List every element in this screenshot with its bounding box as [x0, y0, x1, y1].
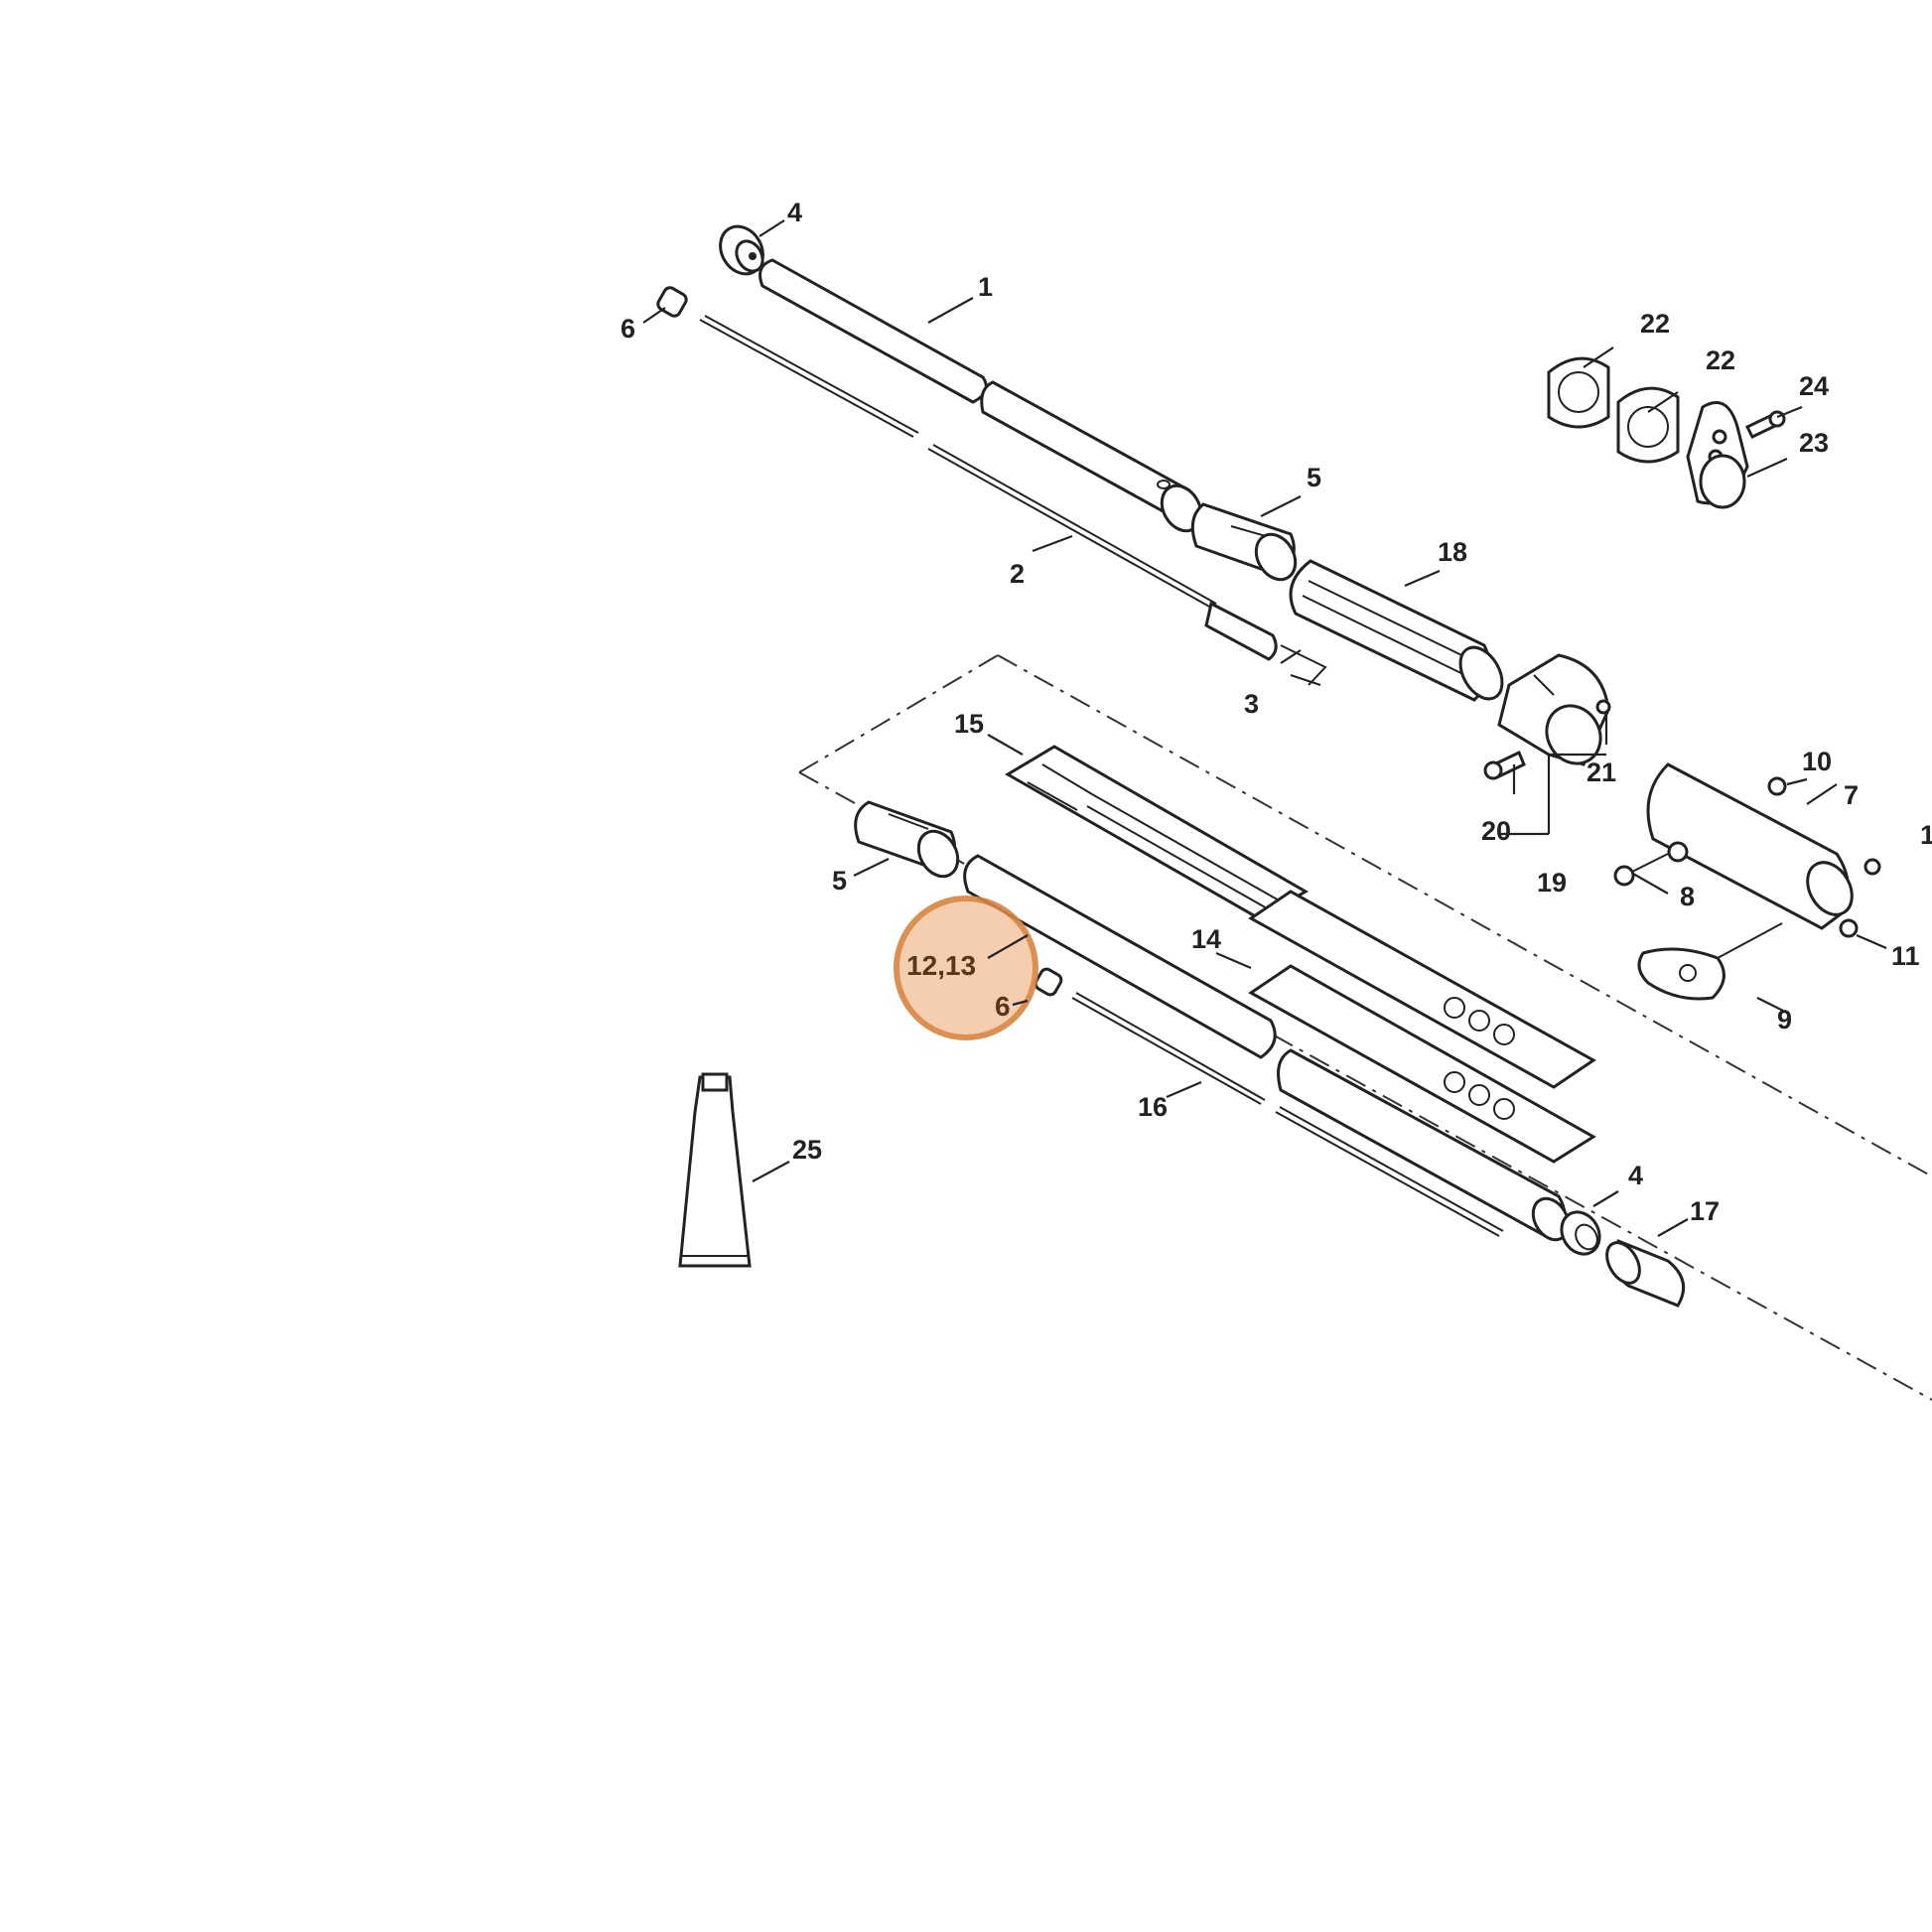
label-5-lower[interactable]: 5	[832, 866, 847, 896]
label-4-top[interactable]: 4	[787, 198, 802, 227]
label-22-a[interactable]: 22	[1640, 309, 1670, 339]
part-number-labels: 4 6 1 2 3 5 18 22 22 24 23 21 20 19 10 7…	[621, 198, 1932, 1226]
part-20-screw[interactable]	[1483, 750, 1526, 780]
part-24-screw[interactable]	[1744, 410, 1786, 439]
part-10-nut[interactable]	[1767, 776, 1787, 796]
part-5-sleeve-top[interactable]	[1190, 502, 1303, 587]
highlight-callout[interactable]: 12,13 6	[894, 896, 1038, 1040]
label-10[interactable]: 10	[1802, 747, 1832, 776]
label-1-right[interactable]: 1	[1920, 820, 1932, 850]
label-16[interactable]: 16	[1138, 1092, 1168, 1122]
label-23[interactable]: 23	[1799, 428, 1829, 458]
part-7-handle-housing[interactable]	[1646, 762, 1861, 930]
highlight-circle	[894, 896, 1038, 1040]
part-4-bushing-top[interactable]	[712, 218, 771, 281]
part-16-shaft[interactable]	[1071, 992, 1504, 1237]
label-8[interactable]: 8	[1680, 882, 1695, 911]
label-7[interactable]: 7	[1844, 780, 1859, 810]
part-12-13-lower-tube[interactable]	[963, 854, 1576, 1246]
part-nut-right[interactable]	[1863, 858, 1881, 876]
part-14-label[interactable]	[1248, 890, 1596, 1164]
part-17-end-cap[interactable]	[1600, 1237, 1686, 1308]
label-6-top[interactable]: 6	[621, 314, 635, 344]
label-14[interactable]: 14	[1191, 924, 1221, 954]
highlight-label: 12,13	[906, 950, 976, 981]
label-17[interactable]: 17	[1690, 1196, 1720, 1226]
part-6-spacer-lower[interactable]	[1034, 967, 1063, 997]
label-25[interactable]: 25	[792, 1135, 822, 1165]
part-22-clamp-b[interactable]	[1616, 386, 1680, 464]
label-1[interactable]: 1	[978, 272, 993, 302]
label-11[interactable]: 11	[1891, 941, 1920, 971]
part-5-sleeve-lower[interactable]	[854, 800, 966, 884]
part-4-bushing-lower[interactable]	[1554, 1205, 1606, 1261]
part-1-drive-tube[interactable]	[759, 258, 1209, 538]
label-15[interactable]: 15	[954, 709, 984, 739]
label-18[interactable]: 18	[1438, 537, 1467, 567]
part-18-coupling[interactable]	[1289, 559, 1511, 706]
part-19-housing[interactable]	[1497, 653, 1611, 773]
part-8-screw[interactable]	[1613, 853, 1669, 887]
lower-tube-assembly	[678, 745, 1686, 1308]
upper-tube-assembly	[656, 218, 1786, 780]
part-11-nut[interactable]	[1839, 918, 1859, 938]
part-15-label[interactable]	[1005, 745, 1310, 920]
label-2[interactable]: 2	[1010, 559, 1025, 589]
part-22-clamp-a[interactable]	[1547, 356, 1610, 429]
label-9[interactable]: 9	[1777, 1005, 1792, 1035]
label-19[interactable]: 19	[1537, 868, 1567, 897]
part-25-grease-tube[interactable]	[678, 1072, 752, 1268]
label-21[interactable]: 21	[1587, 758, 1616, 787]
leader-lines	[642, 219, 1887, 1237]
part-2-drive-shaft[interactable]	[699, 315, 1278, 661]
handle-assembly	[1613, 762, 1881, 1001]
part-9-wing-knob[interactable]	[1637, 922, 1783, 1001]
label-22-b[interactable]: 22	[1706, 345, 1735, 375]
label-3[interactable]: 3	[1244, 689, 1259, 719]
highlight-sub-label: 6	[995, 991, 1011, 1022]
label-4-lower[interactable]: 4	[1628, 1161, 1643, 1190]
part-6-spacer-top[interactable]	[656, 286, 689, 319]
label-5-top[interactable]: 5	[1307, 463, 1321, 492]
part-23-mount[interactable]	[1686, 401, 1749, 509]
label-24[interactable]: 24	[1799, 371, 1829, 401]
part-3-clip[interactable]	[1280, 644, 1327, 686]
label-20[interactable]: 20	[1481, 816, 1511, 846]
part-21-washer[interactable]	[1595, 699, 1611, 715]
